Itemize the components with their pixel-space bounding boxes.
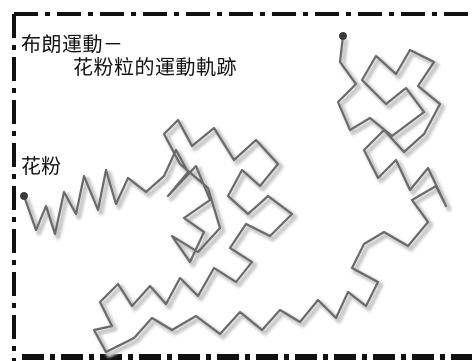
pollen-label: 花粉 [21, 154, 61, 178]
diagram-title-line-1: 布朗運動－ [21, 32, 124, 56]
pollen-end-particle [339, 32, 347, 40]
pollen-trajectory-path [22, 34, 448, 354]
dash-dot-frame [12, 12, 472, 361]
pollen-start-particle [20, 192, 28, 200]
diagram-title-line-2: 花粉粒的運動軌跡 [73, 55, 237, 79]
trajectory-shadow [24, 38, 452, 358]
